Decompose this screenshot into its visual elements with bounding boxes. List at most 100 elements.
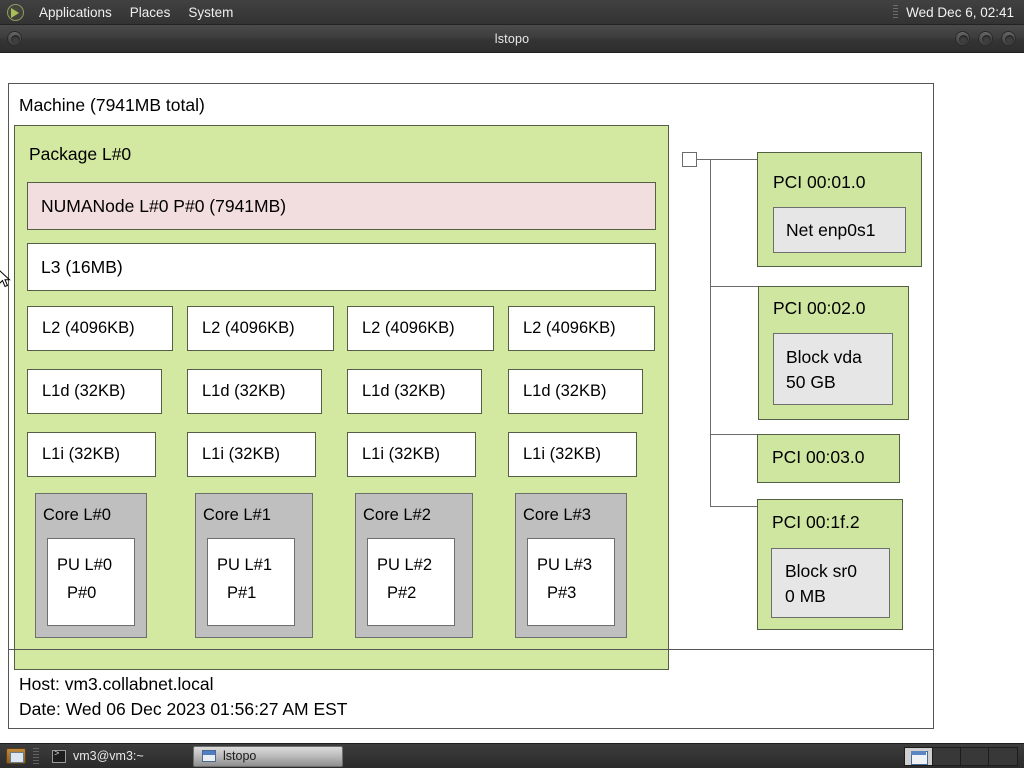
pu-box-0[interactable]: [47, 538, 135, 626]
osdev-label-0-line1: Net enp0s1: [786, 220, 876, 240]
menu-applications[interactable]: Applications: [39, 4, 112, 20]
osdev-label-1-line1: Block vda: [786, 347, 862, 367]
terminal-icon: [52, 749, 66, 763]
pu-label-3-line1: PU L#3: [537, 556, 593, 574]
workspace-switcher[interactable]: [904, 746, 1018, 766]
machine-label: Machine (7941MB total): [19, 95, 205, 115]
workspace-3[interactable]: [961, 747, 989, 765]
core-label-0: Core L#0: [43, 506, 111, 524]
taskbar-item-lstopo[interactable]: lstopo: [193, 745, 343, 767]
l3-cache-box[interactable]: [27, 243, 656, 291]
workspace-1[interactable]: [905, 747, 933, 765]
window-controls: [955, 31, 1016, 46]
l1i-cache-label-2: L1i (32KB): [362, 445, 440, 463]
panel-clock[interactable]: Wed Dec 6, 02:41: [906, 4, 1014, 20]
close-button[interactable]: [1001, 31, 1016, 46]
numanode-box[interactable]: [27, 182, 656, 230]
lstopo-canvas: Machine (7941MB total) Package L#0 NUMAN…: [0, 53, 1024, 729]
pci-label-3: PCI 00:1f.2: [772, 512, 860, 532]
pci-label-2: PCI 00:03.0: [772, 447, 865, 467]
pu-label-3-line2: P#3: [547, 584, 577, 602]
pu-box-2[interactable]: [367, 538, 455, 626]
pu-label-0-line1: PU L#0: [57, 556, 113, 574]
osdev-label-3-line2: 0 MB: [785, 586, 826, 606]
panel-grip-handle[interactable]: [893, 4, 899, 20]
l2-cache-box-1[interactable]: [187, 306, 334, 351]
bridge-branch-line-1: [710, 286, 758, 287]
pu-label-2-line2: P#2: [387, 584, 417, 602]
pu-label-2-line1: PU L#2: [377, 556, 433, 574]
gnome-bottom-panel: vm3@vm3:~ lstopo: [0, 743, 1024, 768]
bridge-branch-line-0: [710, 159, 760, 160]
numanode-label: NUMANode L#0 P#0 (7941MB): [41, 196, 287, 216]
l1i-cache-label-0: L1i (32KB): [42, 445, 120, 463]
taskbar-label-lstopo: lstopo: [223, 749, 257, 763]
panel-separator: [33, 747, 39, 765]
l2-cache-label-3: L2 (4096KB): [523, 319, 616, 337]
pu-label-1-line1: PU L#1: [217, 556, 273, 574]
workspace-4[interactable]: [989, 748, 1017, 765]
pu-label-0-line2: P#0: [67, 584, 97, 602]
l2-cache-label-1: L2 (4096KB): [202, 319, 295, 337]
bridge-trunk-line: [710, 159, 711, 506]
l1d-cache-box-2[interactable]: [347, 369, 482, 414]
window-title: lstopo: [494, 31, 530, 46]
l1d-cache-box-1[interactable]: [187, 369, 322, 414]
pci-label-1: PCI 00:02.0: [773, 298, 866, 318]
osdev-label-3-line1: Block sr0: [785, 561, 857, 581]
package-label: Package L#0: [29, 144, 132, 164]
window-menu-button[interactable]: [7, 31, 22, 46]
gnome-foot-icon: [6, 3, 24, 21]
l1i-cache-box-3[interactable]: [508, 432, 637, 477]
l1i-cache-label-3: L1i (32KB): [523, 445, 601, 463]
menu-system[interactable]: System: [188, 4, 234, 20]
l2-cache-box-2[interactable]: [347, 306, 494, 351]
gnome-top-panel: Applications Places System Wed Dec 6, 02…: [0, 0, 1024, 25]
mouse-cursor: [0, 270, 11, 288]
panel-right-area: [904, 746, 1024, 766]
core-label-2: Core L#2: [363, 506, 431, 524]
l3-cache-label: L3 (16MB): [41, 257, 123, 277]
taskbar-item-terminal[interactable]: vm3@vm3:~: [43, 746, 193, 767]
l1d-cache-label-3: L1d (32KB): [523, 382, 607, 400]
l1i-cache-box-2[interactable]: [347, 432, 476, 477]
core-label-3: Core L#3: [523, 506, 591, 524]
l2-cache-label-0: L2 (4096KB): [42, 319, 135, 337]
l1i-cache-box-0[interactable]: [27, 432, 156, 477]
osdev-box-0[interactable]: [773, 207, 906, 253]
applications-launcher-icon[interactable]: [4, 3, 26, 21]
l2-cache-box-0[interactable]: [27, 306, 173, 351]
menu-places[interactable]: Places: [129, 4, 171, 20]
maximize-button[interactable]: [978, 31, 993, 46]
l1d-cache-box-3[interactable]: [508, 369, 643, 414]
footer-host: Host: vm3.collabnet.local: [19, 674, 214, 694]
footer-separator: [9, 649, 933, 650]
window-icon: [202, 750, 216, 762]
footer-date: Date: Wed 06 Dec 2023 01:56:27 AM EST: [19, 699, 348, 719]
pu-label-1-line2: P#1: [227, 584, 257, 602]
l1i-cache-box-1[interactable]: [187, 432, 316, 477]
lstopo-window: lstopo Machine (7941MB total) Package L#…: [0, 25, 1024, 729]
osdev-box-3[interactable]: [771, 548, 890, 618]
show-desktop-button[interactable]: [3, 746, 29, 767]
pu-box-3[interactable]: [527, 538, 615, 626]
bridge-stub-line: [697, 159, 711, 160]
osdev-box-1[interactable]: [773, 333, 893, 405]
taskbar-label-terminal: vm3@vm3:~: [73, 749, 144, 763]
pu-box-1[interactable]: [207, 538, 295, 626]
window-menu-icon: [7, 31, 22, 46]
host-bridge-box[interactable]: [682, 152, 697, 167]
minimize-button[interactable]: [955, 31, 970, 46]
workspace-2[interactable]: [933, 747, 961, 765]
l2-cache-box-3[interactable]: [508, 306, 655, 351]
pci-label-0: PCI 00:01.0: [773, 172, 866, 192]
bridge-branch-line-2: [710, 434, 757, 435]
l1d-cache-label-1: L1d (32KB): [202, 382, 286, 400]
window-titlebar[interactable]: lstopo: [0, 25, 1024, 53]
l1d-cache-box-0[interactable]: [27, 369, 162, 414]
bridge-branch-line-3: [710, 506, 757, 507]
pci-box-2[interactable]: [757, 434, 900, 483]
l1d-cache-label-2: L1d (32KB): [362, 382, 446, 400]
l1i-cache-label-1: L1i (32KB): [202, 445, 280, 463]
